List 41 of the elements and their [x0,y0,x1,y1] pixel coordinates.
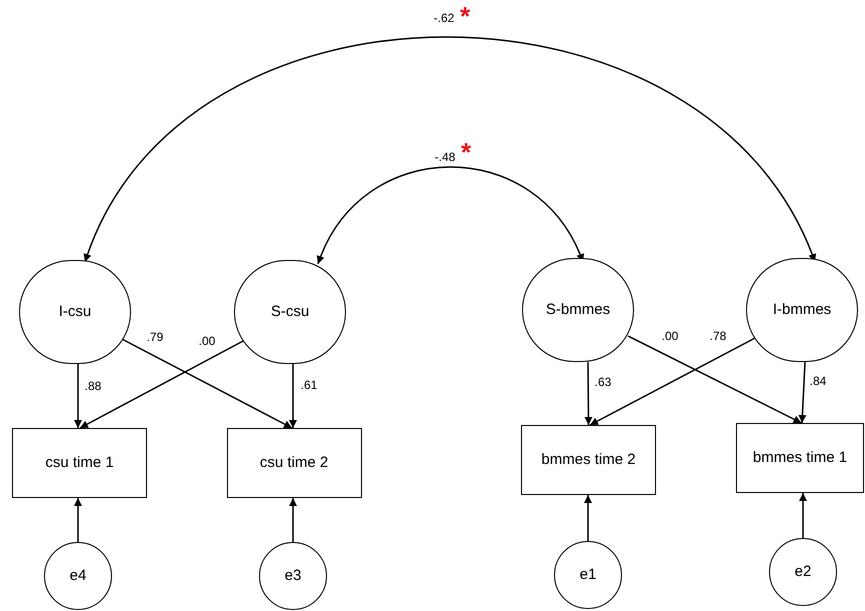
path-coefficient: .00 [198,335,216,347]
arrow [628,335,802,424]
node-label: e2 [794,562,812,582]
observed-variable-box [736,423,864,493]
observed-variable-box [521,425,656,495]
path-coefficient: .63 [594,376,612,388]
observed-variable-box [12,428,147,498]
node-label: S-bmmes [546,300,610,320]
path-coefficient: .78 [710,330,726,342]
node-label: S-csu [270,302,310,322]
arrow [584,495,592,541]
significance-mark: * [460,3,470,29]
arrow [590,336,758,426]
arrow [799,493,807,538]
arrow [74,498,82,542]
node-label: bmmes time 2 [541,450,636,470]
path-coefficient: .79 [146,331,164,343]
path-coefficient: -.48 [434,151,456,163]
arrow [289,498,297,542]
observed-variable-box [226,428,362,498]
path-coefficient: .00 [662,330,678,342]
path-coefficient: -.62 [434,12,454,24]
arrow [584,362,592,425]
arrow [798,362,806,424]
node-label: bmmes time 1 [752,448,848,468]
node-label: csu time 1 [45,452,114,473]
node-label: e4 [70,566,86,586]
path-coefficient: .61 [300,379,318,391]
arrow [80,339,246,429]
node-label: e1 [580,564,596,585]
significance-mark: * [460,139,472,165]
path-coefficient: .88 [84,380,102,392]
node-label: I-bmmes [772,300,832,320]
node-label: csu time 2 [260,452,328,473]
double-headed-arrow [317,166,584,264]
arrow [289,364,297,428]
double-headed-arrow [84,36,816,262]
node-label: e3 [284,566,302,586]
path-coefficient: .84 [810,375,826,387]
node-label: I-csu [58,302,92,322]
arrow [74,364,82,428]
